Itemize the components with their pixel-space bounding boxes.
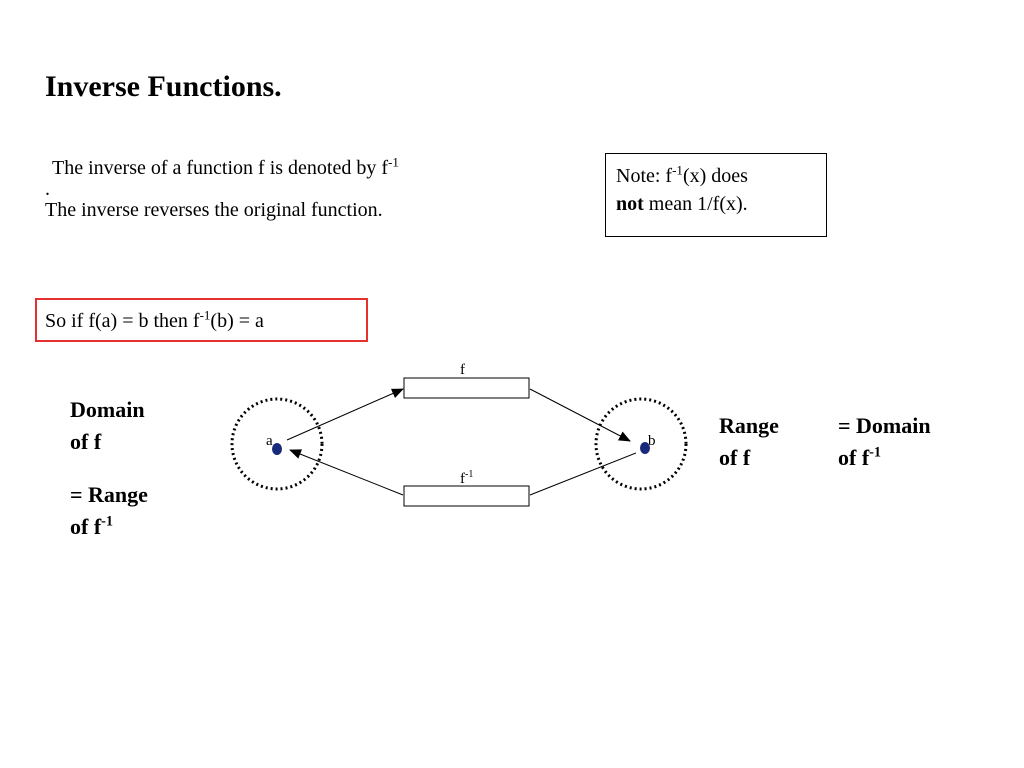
range-of-f-label: Range of f xyxy=(719,410,779,474)
so-statement-box: So if f(a) = b then f-1(b) = a xyxy=(35,298,368,342)
range-inv-line-2: of f-1 xyxy=(70,511,148,543)
point-b-label: b xyxy=(648,433,656,449)
note-superscript: -1 xyxy=(672,162,683,178)
finv-function-box xyxy=(403,485,530,507)
domain-inv-superscript: -1 xyxy=(869,444,882,461)
finv-box-label-text: f xyxy=(460,471,465,487)
finv-box-label-sup: -1 xyxy=(465,469,473,480)
domain-circle xyxy=(230,397,324,491)
note-mid: (x) does xyxy=(682,165,748,187)
point-a-dot xyxy=(272,443,282,455)
arrow-a-to-f xyxy=(286,388,404,441)
note-line-2: not mean 1/f(x). xyxy=(616,190,816,218)
range-line-2: of f xyxy=(719,445,751,470)
point-b-dot xyxy=(640,442,650,454)
range-line-1: Range xyxy=(719,413,779,438)
arrow-f-to-b xyxy=(529,388,631,442)
domain-of-f-label: Domain of f xyxy=(70,394,145,458)
range-circle xyxy=(594,397,688,491)
slide-title: Inverse Functions. xyxy=(45,70,282,103)
f-box-label: f xyxy=(460,362,465,378)
range-inv-text: of f xyxy=(70,514,102,539)
domain-of-finv-label: = Domain of f-1 xyxy=(838,410,931,474)
domain-inv-text: of f xyxy=(838,445,870,470)
so-pre: So if f(a) = b then f xyxy=(45,310,200,332)
range-inv-line-1: = Range xyxy=(70,482,148,507)
domain-line-1: Domain xyxy=(70,397,145,422)
domain-inv-line-1: = Domain xyxy=(838,413,931,438)
intro-line-3: The inverse reverses the original functi… xyxy=(45,199,383,221)
note-bold-word: not xyxy=(616,193,644,215)
domain-line-2: of f xyxy=(70,429,102,454)
arrow-b-to-finv xyxy=(529,452,637,496)
point-a-label: a xyxy=(266,433,273,449)
note-box: Note: f-1(x) does not mean 1/f(x). xyxy=(605,153,827,237)
range-of-finv-label: = Range of f-1 xyxy=(70,479,148,543)
so-superscript: -1 xyxy=(199,307,211,323)
so-end: (b) = a xyxy=(210,310,264,332)
finv-box-label: f-1 xyxy=(460,469,473,487)
intro-superscript: -1 xyxy=(388,154,399,170)
note-end: mean 1/f(x). xyxy=(643,193,748,215)
intro-line-2: . xyxy=(45,178,50,200)
intro-line-1: The inverse of a function f is denoted b… xyxy=(52,153,399,183)
range-inv-superscript: -1 xyxy=(101,513,114,530)
note-line-1: Note: f-1(x) does xyxy=(616,162,816,190)
domain-inv-line-2: of f-1 xyxy=(838,442,931,474)
note-pre: Note: f xyxy=(616,165,673,187)
arrow-finv-to-a xyxy=(289,449,404,496)
intro-text: The inverse of a function f is denoted b… xyxy=(45,153,399,225)
intro-line-1-text: The inverse of a function f is denoted b… xyxy=(52,157,389,179)
f-function-box xyxy=(403,377,530,399)
